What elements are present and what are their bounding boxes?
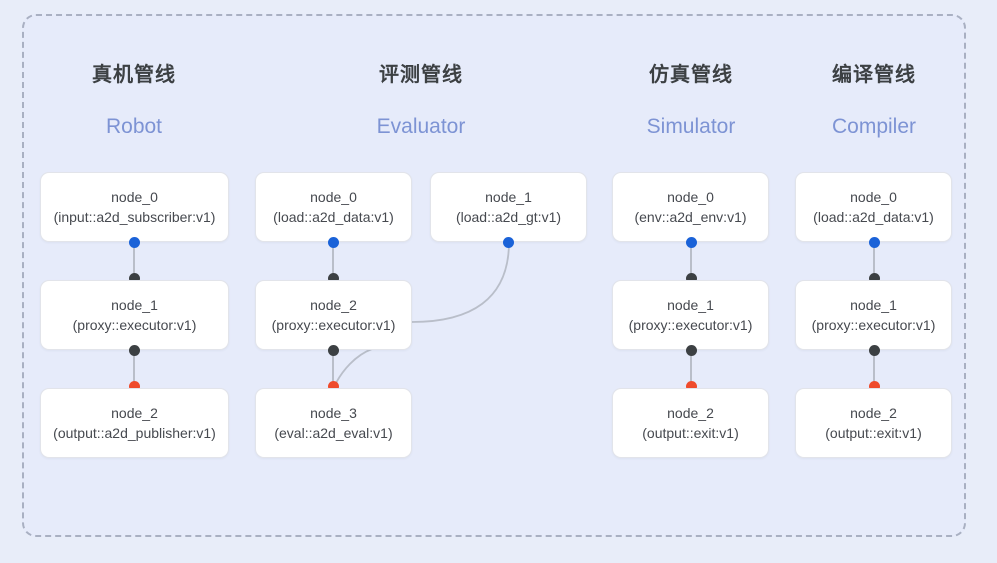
node-spec: (proxy::executor:v1) [811,316,936,333]
node-spec: (output::exit:v1) [642,424,739,441]
port-in-robot-node-2[interactable] [129,381,140,392]
column-title-en-simulator: Simulator [646,115,736,138]
port-out-eval-node-1[interactable] [503,237,514,248]
node-spec: (load::a2d_data:v1) [273,208,394,225]
node-spec: (eval::a2d_eval:v1) [274,424,393,441]
node-name: node_2 [850,404,897,421]
node-name: node_0 [850,188,897,205]
port-in-sim-node-1[interactable] [686,273,697,284]
column-header-robot: 真机管线 Robot [34,62,234,140]
node-name: node_0 [310,188,357,205]
port-in-comp-node-2[interactable] [869,381,880,392]
node-spec: (input::a2d_subscriber:v1) [53,208,216,225]
node-spec: (output::a2d_publisher:v1) [53,424,216,441]
node-sim-node-0[interactable]: node_0 (env::a2d_env:v1) [612,172,769,242]
port-out-robot-node-1[interactable] [129,345,140,356]
port-in-eval-node-3[interactable] [328,381,339,392]
port-in-eval-node-2[interactable] [328,273,339,284]
node-name: node_1 [111,296,158,313]
node-spec: (proxy::executor:v1) [271,316,396,333]
node-spec: (output::exit:v1) [825,424,922,441]
port-out-comp-node-1[interactable] [869,345,880,356]
column-title-en-compiler: Compiler [831,115,917,138]
node-eval-node-2[interactable]: node_2 (proxy::executor:v1) [255,280,412,350]
port-out-comp-node-0[interactable] [869,237,880,248]
port-in-comp-node-1[interactable] [869,273,880,284]
node-spec: (proxy::executor:v1) [628,316,753,333]
column-title-en-robot: Robot [105,115,163,138]
node-name: node_2 [111,404,158,421]
column-title-cn-compiler: 编译管线 [832,64,916,86]
column-title-en-evaluator: Evaluator [376,115,466,138]
column-title-cn-robot: 真机管线 [92,64,176,86]
node-name: node_1 [485,188,532,205]
node-name: node_1 [667,296,714,313]
node-comp-node-2[interactable]: node_2 (output::exit:v1) [795,388,952,458]
node-name: node_1 [850,296,897,313]
node-name: node_3 [310,404,357,421]
column-header-compiler: 编译管线 Compiler [774,62,974,140]
node-robot-node-2[interactable]: node_2 (output::a2d_publisher:v1) [40,388,229,458]
node-robot-node-1[interactable]: node_1 (proxy::executor:v1) [40,280,229,350]
node-name: node_0 [111,188,158,205]
port-in-robot-node-1[interactable] [129,273,140,284]
column-title-cn-evaluator: 评测管线 [379,64,463,86]
node-sim-node-2[interactable]: node_2 (output::exit:v1) [612,388,769,458]
port-in-sim-node-2[interactable] [686,381,697,392]
node-spec: (load::a2d_data:v1) [813,208,934,225]
node-name: node_0 [667,188,714,205]
node-name: node_2 [667,404,714,421]
port-out-sim-node-1[interactable] [686,345,697,356]
port-out-eval-node-0[interactable] [328,237,339,248]
node-comp-node-0[interactable]: node_0 (load::a2d_data:v1) [795,172,952,242]
node-spec: (load::a2d_gt:v1) [455,208,562,225]
node-eval-node-3[interactable]: node_3 (eval::a2d_eval:v1) [255,388,412,458]
node-spec: (env::a2d_env:v1) [634,208,747,225]
port-out-robot-node-0[interactable] [129,237,140,248]
node-comp-node-1[interactable]: node_1 (proxy::executor:v1) [795,280,952,350]
node-robot-node-0[interactable]: node_0 (input::a2d_subscriber:v1) [40,172,229,242]
node-eval-node-1[interactable]: node_1 (load::a2d_gt:v1) [430,172,587,242]
node-spec: (proxy::executor:v1) [72,316,197,333]
node-eval-node-0[interactable]: node_0 (load::a2d_data:v1) [255,172,412,242]
port-out-sim-node-0[interactable] [686,237,697,248]
port-out-eval-node-2[interactable] [328,345,339,356]
column-header-evaluator: 评测管线 Evaluator [321,62,521,140]
node-sim-node-1[interactable]: node_1 (proxy::executor:v1) [612,280,769,350]
column-title-cn-simulator: 仿真管线 [649,64,733,86]
column-header-simulator: 仿真管线 Simulator [591,62,791,140]
node-name: node_2 [310,296,357,313]
